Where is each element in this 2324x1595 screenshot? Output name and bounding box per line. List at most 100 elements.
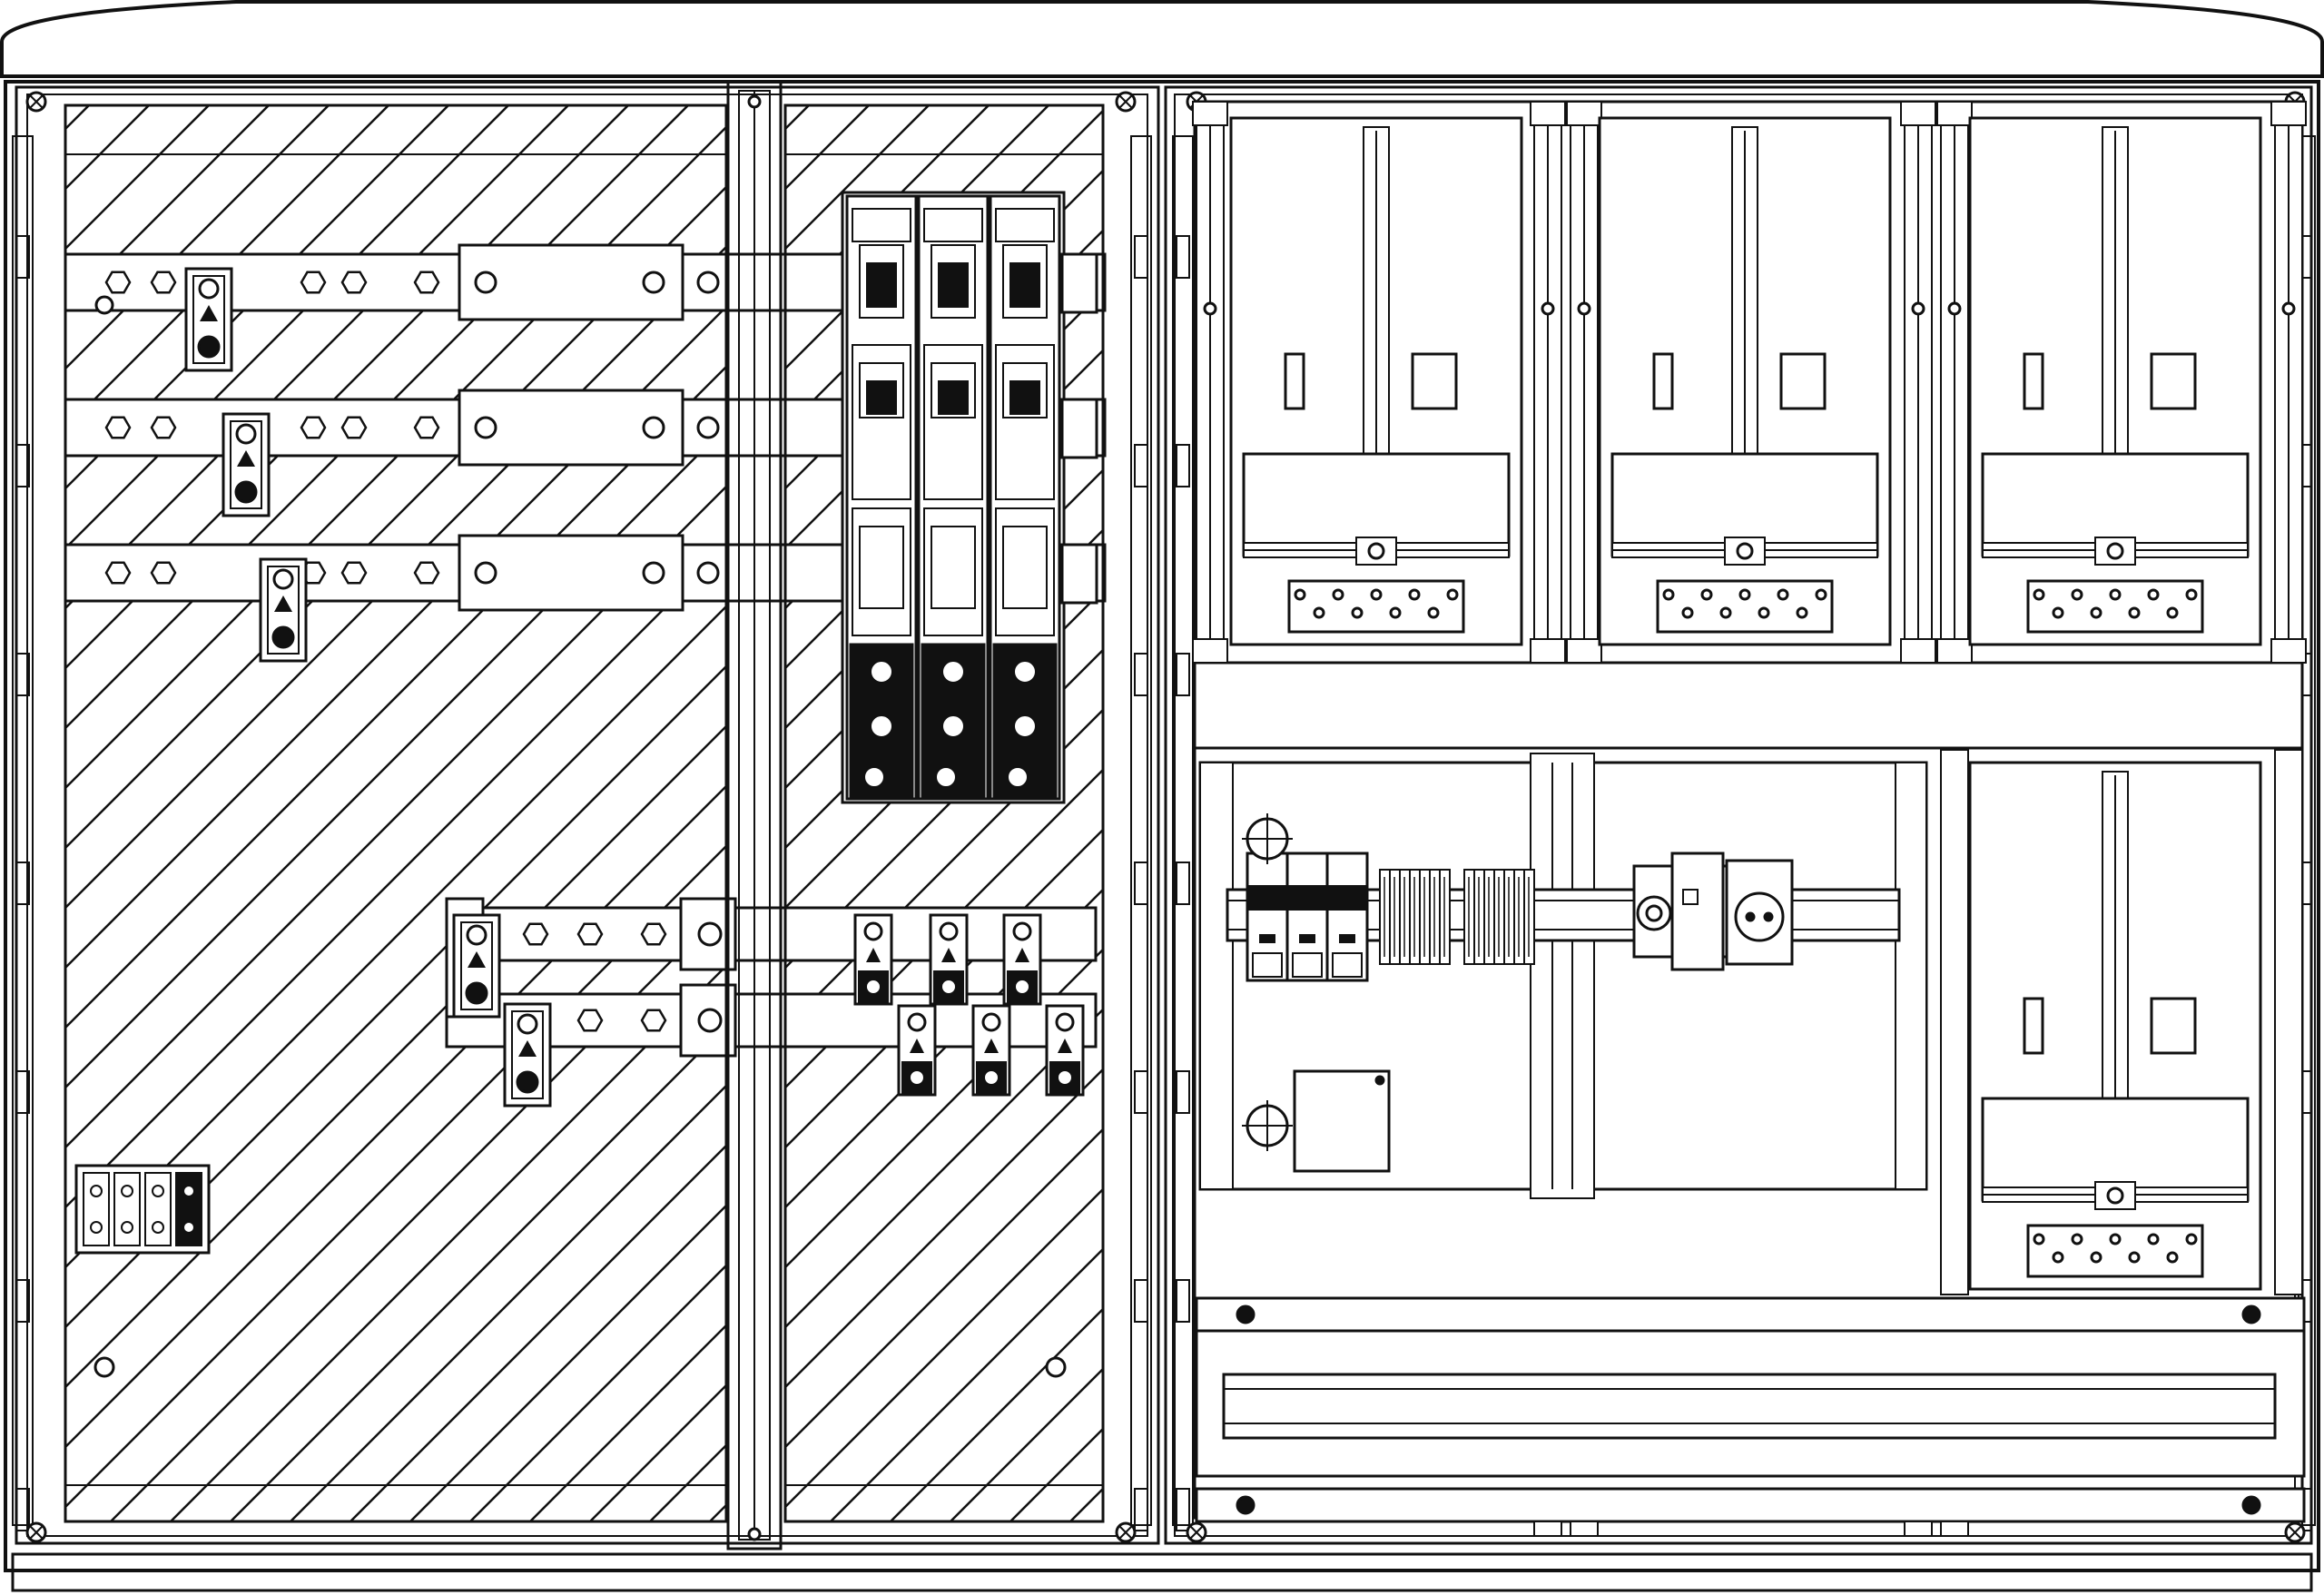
- fuse-switch: [917, 194, 990, 801]
- channel-top-rail: [1195, 1296, 2306, 1333]
- socket-outlet: [1725, 859, 1794, 966]
- breaker-terminal: [1292, 952, 1323, 978]
- hatch-line: [65, 844, 726, 1509]
- lug-hole: [907, 1012, 927, 1032]
- rail-foot: [1940, 1521, 1969, 1537]
- busbar-clamp: [222, 412, 271, 517]
- clamp-bottom-bolt: [197, 335, 221, 359]
- hinge-notch: [15, 444, 30, 487]
- hinge-notch: [1134, 1488, 1148, 1531]
- terminal-screw: [870, 660, 893, 684]
- right-cabinet: [1192, 100, 2307, 1537]
- hinge-notch: [15, 861, 30, 905]
- switch-indicator: [1682, 889, 1699, 905]
- fuse-window: [859, 526, 904, 609]
- mounting-rail: [1566, 101, 1602, 664]
- divider-post: [726, 80, 783, 1551]
- housing-outline: [4, 80, 2320, 1572]
- fuse-window: [931, 244, 976, 319]
- clamp-top-bolt: [517, 1013, 538, 1035]
- mounting-screw: [94, 295, 114, 315]
- rail-clip: [1192, 638, 1228, 664]
- post-screw: [747, 1527, 762, 1541]
- clamp-arrow: [274, 596, 292, 612]
- terminal-screw: [1013, 660, 1037, 684]
- clamp-top-bolt: [235, 423, 257, 445]
- mounting-screw: [1045, 1356, 1067, 1378]
- left-door-frame: [15, 85, 1160, 1545]
- cable-gland: [1242, 813, 1293, 864]
- hatch-line: [65, 724, 726, 1389]
- corner-screw: [1186, 1521, 1207, 1543]
- neutral-terminal: [1389, 606, 1402, 619]
- neutral-terminal: [2071, 1233, 2083, 1245]
- corner-screw: [25, 91, 47, 113]
- hatch-line: [785, 528, 1103, 850]
- busbar-nut: [640, 1009, 667, 1032]
- busbar-nut: [104, 416, 132, 439]
- clamp-top-bolt: [272, 568, 294, 590]
- clamp-inner: [460, 921, 493, 1010]
- channel-slot: [1222, 1373, 2277, 1440]
- hinge-notch: [1176, 235, 1190, 279]
- lug-crimp: [865, 979, 881, 995]
- fuse-window: [1002, 244, 1048, 319]
- fuse-rail-stub: [1060, 252, 1098, 314]
- neutral-terminal: [2185, 588, 2198, 601]
- terminal-screw: [152, 1221, 164, 1234]
- fuse-window: [931, 362, 976, 418]
- mounting-rail: [2274, 749, 2303, 1295]
- busbar-nut: [340, 271, 368, 294]
- terminal-cell: [83, 1172, 110, 1246]
- breaker-band: [1286, 885, 1328, 911]
- mounting-rail: [1530, 101, 1566, 664]
- cable-lug: [929, 913, 969, 1006]
- rail-hole: [1577, 301, 1591, 316]
- neutral-terminal: [1408, 588, 1421, 601]
- lug-hole: [939, 921, 959, 941]
- breaker-band: [1246, 885, 1288, 911]
- busbar-bolt: [697, 1008, 723, 1033]
- rail-hole: [2281, 301, 2296, 316]
- meter-slot: [2023, 352, 2044, 410]
- fuse-carrier: [995, 507, 1055, 636]
- neutral-terminal: [1351, 606, 1364, 619]
- clamp-bottom-bolt: [271, 625, 295, 649]
- corner-screw: [1115, 1521, 1137, 1543]
- fuse-top-cap: [995, 208, 1055, 242]
- busbar-nut: [340, 416, 368, 439]
- post-screw: [747, 94, 762, 109]
- busbar-bolt: [642, 561, 665, 585]
- cable-lug: [1002, 913, 1042, 1006]
- hinge-notch: [1134, 861, 1148, 905]
- busbar-lower: [445, 897, 1098, 971]
- breaker-terminal: [1332, 952, 1363, 978]
- rail-clip: [1900, 101, 1936, 126]
- hatch-line: [65, 125, 726, 790]
- hatch-line: [785, 708, 1103, 1029]
- hinge-notch: [1134, 235, 1148, 279]
- corner-screw: [1115, 91, 1137, 113]
- busbar-bolt: [697, 921, 723, 947]
- terminal-screw: [935, 766, 957, 788]
- breaker-terminal: [1252, 952, 1283, 978]
- lug-arrow: [1058, 1039, 1072, 1053]
- neutral-bar: [2026, 1224, 2204, 1278]
- outlet-pin: [1763, 911, 1774, 922]
- neutral-terminal: [1738, 588, 1751, 601]
- busbar-clamp: [259, 557, 308, 663]
- hatch-line: [65, 305, 726, 970]
- protective-cover-left: [65, 105, 726, 1521]
- hatch-line: [65, 365, 726, 1029]
- channel-screw: [1236, 1495, 1256, 1515]
- hinge-notch: [1176, 1488, 1190, 1531]
- fuse-switch: [989, 194, 1061, 801]
- rail-mount-screw: [2106, 542, 2124, 560]
- terminal-block: [74, 295, 1067, 1378]
- meter-bay: [1229, 116, 1523, 646]
- fuse-switch-disconnectors: [841, 191, 1098, 804]
- fuse-link: [866, 262, 897, 308]
- breaker: [1285, 852, 1329, 982]
